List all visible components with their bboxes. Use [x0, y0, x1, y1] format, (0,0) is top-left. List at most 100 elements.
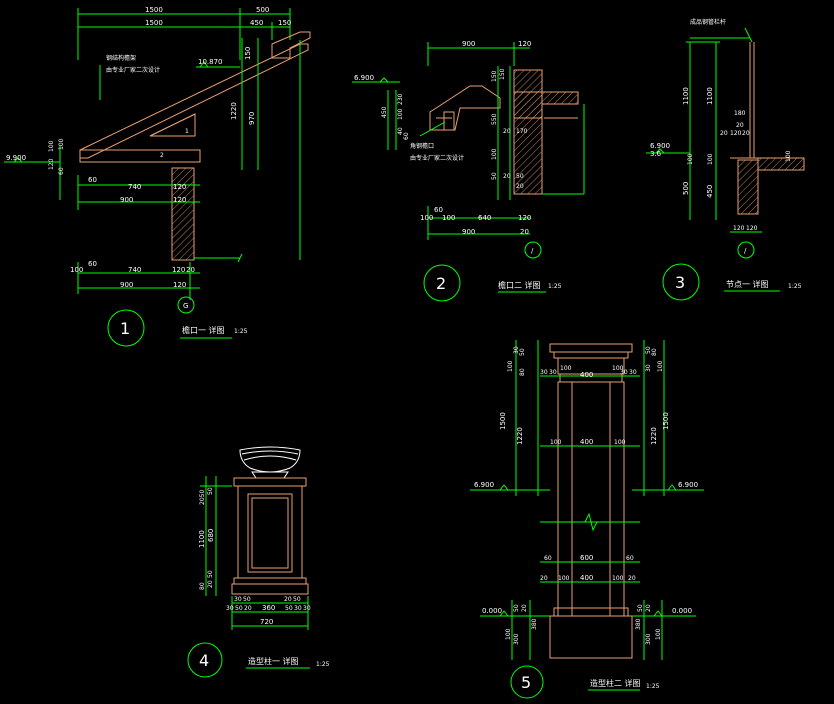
d1-dim-v-4: 100	[48, 140, 55, 152]
d1-up-r1-1: 60	[88, 176, 97, 184]
d1-elevation: 10.870	[198, 58, 223, 66]
d2-dim-l-5: 60	[403, 132, 410, 140]
d2-dim-l-3: 230	[397, 93, 404, 105]
detail-3: 成品钢管栏杆 1100 1100 100 500 450 100 100 6.9…	[646, 18, 805, 301]
d5-br-4: 300	[645, 633, 652, 645]
d5-vr-1: 1500	[662, 412, 670, 430]
d2-scale: 1:25	[548, 283, 562, 290]
d1-note-2: 由专业厂家二次设计	[106, 66, 160, 74]
d3-dim-v-5: 450	[706, 185, 714, 198]
d1-dim-top-3: 1500	[145, 19, 163, 27]
d5-vl-1: 1500	[499, 412, 507, 430]
d3-inner-5: 20	[742, 130, 750, 137]
d4-b2-1: 30	[226, 605, 234, 612]
d1-up-r1-2: 740	[128, 183, 141, 191]
d2-dim-m-9: 50	[516, 173, 524, 180]
d5-rl2-2: 100	[558, 575, 570, 582]
d5-tr-4: 100	[657, 360, 664, 372]
d1-dim-top-4: 450	[250, 19, 263, 27]
d5-vr-2: 1220	[650, 427, 658, 445]
d2-dim-m-4: 20	[503, 128, 511, 135]
d5-rl2-3: 400	[580, 574, 593, 582]
d5-tl-3: 50	[519, 348, 526, 356]
d2-title: 檐口二 详图	[498, 280, 541, 290]
d1-dim-v-6: 120	[48, 158, 55, 170]
d2-dim-m-2: 150	[499, 68, 506, 80]
d5-tr-3: 30	[645, 364, 652, 372]
d5-rm-1: 100	[550, 439, 562, 446]
d1-up-r2-1: 900	[120, 196, 133, 204]
d5-tl-2: 30	[513, 346, 520, 354]
d2-dim-m-10: 20	[516, 183, 524, 190]
d5-scale: 1:25	[646, 683, 660, 690]
d5-rl2-1: 20	[540, 575, 548, 582]
detail-2: 900 120 6.900 450 100 230 40 60 150 150 …	[352, 40, 585, 302]
d2-dim-top-2: 120	[518, 40, 531, 48]
d3-dim-v-1: 1100	[682, 87, 690, 105]
d1-note-1: 钢结构檐架	[106, 54, 136, 62]
d4-dim-v-3: 1100	[198, 530, 206, 548]
d4-number: 4	[199, 651, 209, 670]
d1-slope-1: 1	[185, 128, 189, 135]
d4-b2-6: 30	[294, 605, 302, 612]
detail-5: 100 30 50 80 1500 1220 50 80 30 100 1500…	[470, 340, 704, 699]
d5-elev-bottom-right: 0.000	[672, 607, 692, 615]
d1-up-r1-3: 120	[173, 183, 186, 191]
d3-dim-v-7: 100	[785, 150, 792, 162]
d5-elev-right: 6.900	[678, 481, 698, 489]
d3-inner-2: 20	[736, 122, 744, 129]
d3-scale: 1:25	[788, 283, 802, 290]
d5-bl-3: 380	[531, 618, 538, 630]
d5-elev-bottom-left: 0.000	[482, 607, 502, 615]
d4-b2-5: 50	[285, 605, 293, 612]
d5-br-2: 20	[645, 604, 652, 612]
d4-scale: 1:25	[316, 661, 330, 668]
d4-b1-4: 50	[293, 596, 301, 603]
d2-dim-top-1: 900	[462, 40, 475, 48]
d4-b2-4: 360	[262, 604, 275, 612]
d2-b-r2-2: 20	[520, 228, 529, 236]
d1-scale: 1:25	[234, 328, 248, 335]
d5-rt-4: 400	[580, 371, 593, 379]
d1-low-r1-2: 60	[88, 260, 97, 268]
d5-elev-left: 6.900	[474, 481, 494, 489]
d5-bl-1: 50	[513, 604, 520, 612]
d4-b1-1: 30	[234, 596, 242, 603]
d5-bl-4: 300	[513, 633, 520, 645]
d5-rt-7: 30	[629, 369, 637, 376]
d2-elevation: 6.900	[354, 74, 374, 82]
d2-b-r2-1: 900	[462, 228, 475, 236]
d1-number: 1	[120, 319, 130, 338]
d4-dim-v-4: 680	[207, 529, 215, 542]
d5-br-3: 380	[635, 618, 642, 630]
d1-dim-top-5: 150	[278, 19, 291, 27]
d4-dim-v-6: 20	[207, 580, 214, 588]
d2-b-r1-4: 640	[478, 214, 491, 222]
d5-vl-2: 1220	[516, 427, 524, 445]
d4-b3-1: 720	[260, 618, 273, 626]
d5-rt-2: 30	[549, 369, 557, 376]
d3-dim-v-3: 100	[687, 153, 694, 165]
d3-axis-label: /	[744, 247, 747, 255]
d1-dim-v-5: 100	[58, 138, 65, 150]
d2-dim-m-3: 550	[491, 113, 498, 125]
d5-tr-2: 80	[651, 348, 658, 356]
d5-rl2-4: 100	[612, 575, 624, 582]
d5-rm-2: 400	[580, 438, 593, 446]
d3-elevation: 6.900	[650, 142, 670, 150]
d2-note-2: 由专业厂家二次设计	[410, 154, 464, 162]
d5-rt-5: 100	[612, 365, 624, 372]
d5-rm-3: 100	[614, 439, 626, 446]
d3-elevation-sub: 3.6	[650, 150, 662, 158]
d2-b-r1-2: 100	[420, 214, 433, 222]
d5-rl1-1: 60	[544, 555, 552, 562]
d3-b-2: 120	[746, 225, 758, 232]
d2-dim-m-6: 100	[491, 148, 498, 160]
d4-b1-3: 20	[284, 596, 292, 603]
d5-br-1: 50	[637, 604, 644, 612]
d3-number: 3	[675, 273, 685, 292]
d4-dim-v-2: 50	[207, 487, 214, 495]
d1-elevation-left: 9.900	[6, 154, 26, 162]
d1-low-r2-1: 900	[120, 281, 133, 289]
d3-dim-v-2: 1100	[706, 87, 714, 105]
